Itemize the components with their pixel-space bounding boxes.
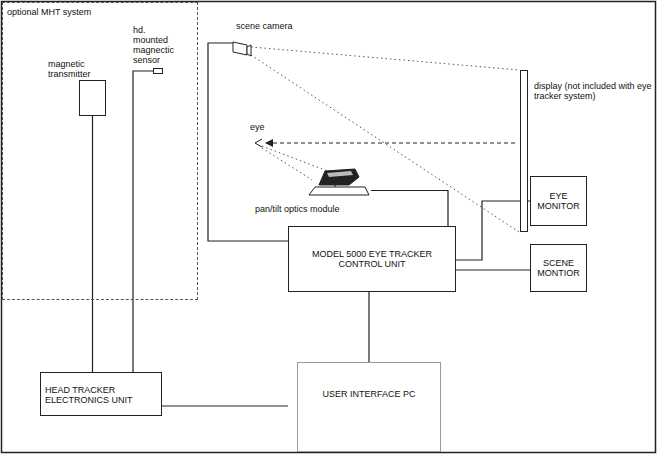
optics-view-line bbox=[262, 148, 312, 180]
cable-connector bbox=[456, 201, 530, 260]
cable-connector bbox=[368, 292, 369, 362]
optics-icon bbox=[305, 165, 371, 200]
node-label: MODEL 5000 EYE TRACKER CONTROL UNIT bbox=[289, 249, 455, 269]
cable-connector bbox=[133, 71, 153, 372]
camera-icon bbox=[230, 38, 252, 60]
pc-box: USER INTERFACE PC bbox=[297, 362, 441, 452]
part-label: eye bbox=[250, 122, 265, 132]
view-line bbox=[251, 47, 519, 70]
scene-camera: scene camera bbox=[230, 38, 252, 60]
node-label: USER INTERFACE PC bbox=[298, 389, 440, 399]
node-label: magnetic transmitter bbox=[48, 59, 118, 79]
node-label: HEAD TRACKER ELECTRONICS UNIT bbox=[45, 385, 145, 405]
cable-connector bbox=[371, 191, 448, 227]
eye-symbol bbox=[255, 139, 262, 147]
gaze-line bbox=[266, 143, 518, 144]
cable-connector bbox=[92, 116, 93, 372]
optional-region: optional MHT system magnetic transmitter h… bbox=[2, 2, 198, 300]
sensor-box: hd. mounted magnectic sensor bbox=[153, 68, 163, 74]
transmitter-box: magnetic transmitter bbox=[79, 80, 106, 116]
optics-module: pan/tilt optics module bbox=[305, 165, 371, 200]
node-label: optional MHT system bbox=[7, 7, 91, 17]
monitor-box: SCENE MONTIOR bbox=[530, 244, 587, 292]
control-unit-box: MODEL 5000 EYE TRACKER CONTROL UNIT bbox=[288, 226, 456, 292]
optics-view-line bbox=[262, 146, 330, 172]
node-label: hd. mounted magnectic sensor bbox=[133, 25, 177, 65]
node-label: scene camera bbox=[236, 21, 293, 31]
display-panel: display (not included with eye tracker s… bbox=[520, 70, 528, 232]
node-label: SCENE MONTIOR bbox=[531, 258, 586, 278]
view-line bbox=[251, 55, 519, 232]
node-label: pan/tilt optics module bbox=[255, 204, 340, 214]
monitor-box: EYE MONITOR bbox=[530, 176, 587, 226]
node-label: EYE MONITOR bbox=[531, 191, 586, 211]
node-label: display (not included with eye tracker s… bbox=[534, 81, 652, 101]
cable-connector bbox=[456, 269, 530, 270]
cable-connector bbox=[162, 405, 288, 406]
electronics-unit-box: HEAD TRACKER ELECTRONICS UNIT bbox=[40, 372, 162, 416]
